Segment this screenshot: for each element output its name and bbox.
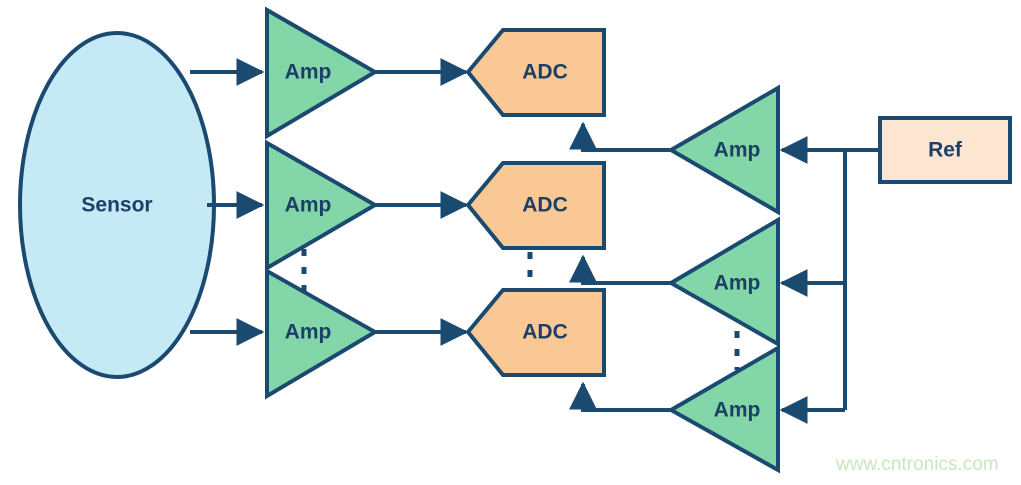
input-amp-1-label: Amp	[285, 61, 332, 84]
input-amp-2-label: Amp	[285, 194, 332, 217]
reference-amp-1-triangle	[667, 84, 780, 216]
sensor-output-wires	[190, 58, 265, 346]
wire-refamp3-to-adc3	[569, 381, 671, 412]
input-amp-1[interactable]: Amp	[265, 6, 379, 140]
wire-refamp1-to-adc1	[569, 121, 671, 152]
reference-rectangle	[878, 116, 1012, 184]
sensor-label: Sensor	[81, 194, 152, 217]
adc-1-shape	[465, 28, 606, 117]
input-amp-1-triangle	[265, 6, 379, 140]
sensor-block[interactable]: Sensor	[18, 31, 216, 379]
reference-amp-2-triangle	[667, 216, 780, 348]
reference-amp-2-label: Amp	[714, 272, 761, 295]
adc-3-shape	[465, 288, 606, 377]
reference-feedback-wires	[569, 121, 671, 412]
adc-2-label: ADC	[522, 194, 568, 217]
input-amp-3[interactable]: Amp	[265, 267, 379, 400]
reference-amp-3-label: Amp	[714, 399, 761, 422]
adc-3[interactable]: ADC	[465, 288, 606, 377]
input-amp-2[interactable]: Amp	[265, 139, 379, 272]
reference-amp-3[interactable]: Amp	[666, 344, 780, 474]
reference-block[interactable]: Ref	[878, 116, 1012, 184]
input-amp-3-label: Amp	[285, 321, 332, 344]
input-amp-3-triangle	[265, 267, 379, 400]
wire-refamp2-to-adc2	[569, 254, 671, 285]
adc-2[interactable]: ADC	[465, 161, 606, 250]
adc-1[interactable]: ADC	[465, 28, 606, 117]
adc-1-label: ADC	[522, 61, 568, 84]
reference-amp-2[interactable]: Amp	[667, 216, 780, 348]
adc-3-label: ADC	[522, 321, 568, 344]
adc-2-shape	[465, 161, 606, 250]
reference-label: Ref	[928, 139, 963, 162]
reference-bus-wires	[779, 136, 878, 424]
amp-to-adc-wires	[375, 58, 469, 346]
watermark-text: www.cntronics.com	[835, 454, 999, 475]
reference-amp-1[interactable]: Amp	[667, 84, 780, 216]
reference-amp-3-triangle	[666, 344, 780, 474]
reference-amp-1-label: Amp	[714, 139, 761, 162]
input-amp-2-triangle	[265, 139, 379, 272]
